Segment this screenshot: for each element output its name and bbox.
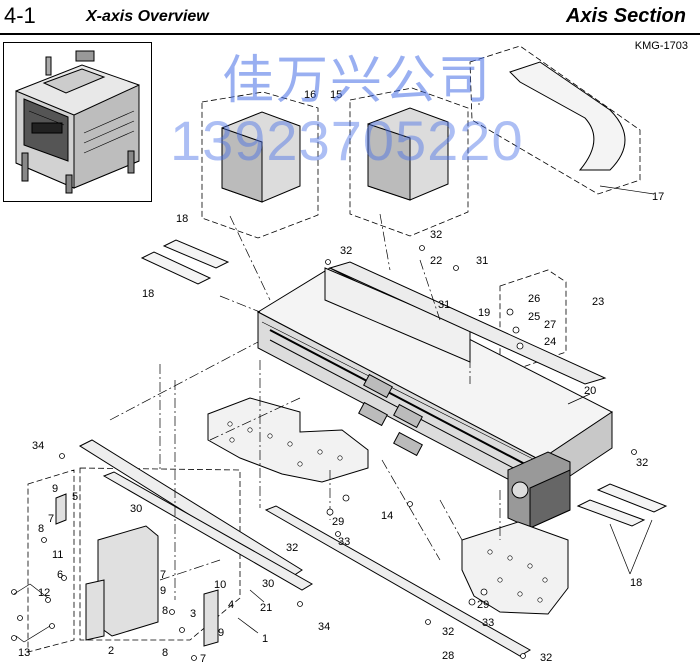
callout-28: 28 <box>442 650 454 662</box>
callout-24: 24 <box>544 336 556 348</box>
callout-29-a: 29 <box>332 516 344 528</box>
head-15-group <box>349 87 469 237</box>
callout-19: 19 <box>478 307 490 319</box>
callout-14: 14 <box>381 510 393 522</box>
callout-30-a: 30 <box>130 503 142 515</box>
callout-10: 10 <box>214 579 226 591</box>
callout-33-a: 33 <box>338 536 350 548</box>
callout-8-a: 8 <box>38 523 44 535</box>
callout-34-a: 34 <box>32 440 44 452</box>
callout-7-a: 7 <box>48 513 54 525</box>
callout-7-c: 7 <box>200 653 206 665</box>
callout-6: 6 <box>57 569 63 581</box>
callout-5: 5 <box>72 491 78 503</box>
callout-8-c: 8 <box>162 647 168 659</box>
callout-21: 21 <box>260 602 272 614</box>
callout-32-e: 32 <box>442 626 454 638</box>
watermark-phone-number: 13923705220 <box>170 109 524 172</box>
section-number: 4-1 <box>4 3 36 28</box>
callout-32-f: 32 <box>540 652 552 664</box>
callout-31-a: 31 <box>476 255 488 267</box>
callout-32-c: 32 <box>636 457 648 469</box>
callout-18-a: 18 <box>176 213 188 225</box>
callout-32-d: 32 <box>286 542 298 554</box>
machine-thumbnail <box>3 42 152 202</box>
callout-2: 2 <box>108 645 114 657</box>
callout-9-c: 9 <box>218 627 224 639</box>
callout-34-b: 34 <box>318 621 330 633</box>
left-bracket-group <box>27 469 75 653</box>
callout-16: 16 <box>304 89 316 101</box>
callout-11: 11 <box>52 549 63 561</box>
callout-8-b: 8 <box>162 605 168 617</box>
callout-1: 1 <box>262 633 268 645</box>
callout-26: 26 <box>528 293 540 305</box>
watermark-company-name: 佳万兴公司 <box>222 51 493 111</box>
callout-32-b: 32 <box>430 229 442 241</box>
callout-31-b: 31 <box>438 299 450 311</box>
callout-33-b: 33 <box>482 617 494 629</box>
section-name: Axis Section <box>565 5 686 27</box>
callout-29-b: 29 <box>477 599 489 611</box>
callout-32-a: 32 <box>340 245 352 257</box>
model-code: KMG-1703 <box>634 40 688 52</box>
cable-chain-group <box>469 45 641 195</box>
callout-12: 12 <box>38 587 50 599</box>
callout-9-b: 9 <box>160 585 166 597</box>
callout-25: 25 <box>528 311 540 323</box>
callout-18-c: 18 <box>630 577 642 589</box>
header-rule <box>0 33 700 35</box>
callout-22: 22 <box>430 255 442 267</box>
callout-4: 4 <box>228 599 234 611</box>
callout-30-b: 30 <box>262 578 274 590</box>
callout-3: 3 <box>190 608 196 620</box>
callout-23: 23 <box>592 296 604 308</box>
sensor-group-23 <box>499 269 567 369</box>
callout-15: 15 <box>330 89 342 101</box>
callout-7-b: 7 <box>160 569 166 581</box>
callout-9-a: 9 <box>52 483 58 495</box>
callout-20: 20 <box>584 385 596 397</box>
callout-18-b: 18 <box>142 288 154 300</box>
callout-17: 17 <box>652 191 664 203</box>
machine-thumbnail-drawing <box>15 50 140 194</box>
head-16-group <box>201 91 319 239</box>
callout-27: 27 <box>544 319 556 331</box>
page-title: X-axis Overview <box>86 8 209 25</box>
callout-13: 13 <box>18 647 30 659</box>
